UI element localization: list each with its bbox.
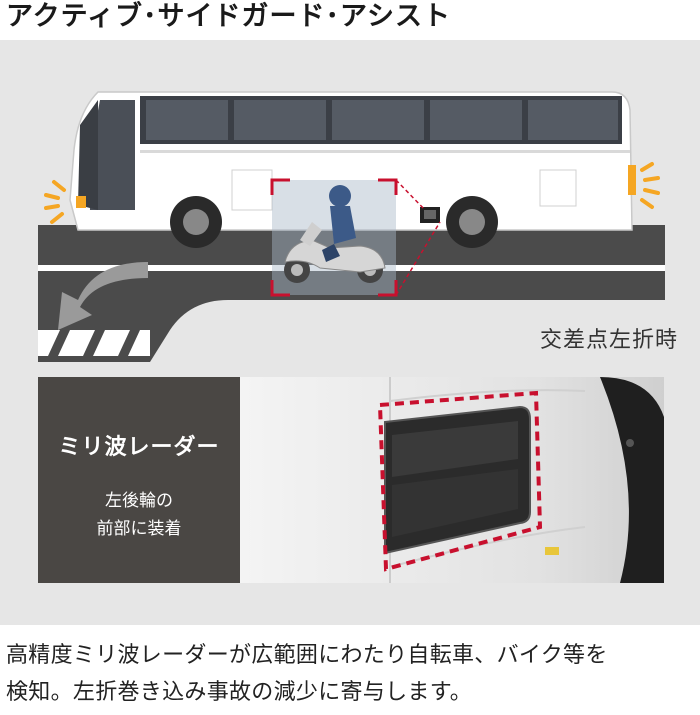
- rear-turn-signal-flash: [640, 162, 660, 209]
- page-title: アクティブ･サイドガード･アシスト: [6, 1, 451, 32]
- radar-location-line2: 前部に装着: [96, 519, 182, 539]
- description-line2: 検知。左折巻き込み事故の減少に寄与します。: [6, 680, 473, 705]
- bus: [69, 91, 636, 248]
- radar-closeup-photo: [240, 377, 664, 583]
- radar-location-text: 左後輪の 前部に装着: [38, 487, 240, 543]
- front-turn-signal-flash: [44, 180, 66, 224]
- radar-label-box: ミリ波レーダー 左後輪の 前部に装着: [38, 377, 240, 583]
- description: 高精度ミリ波レーダーが広範囲にわたり自転車、バイク等を 検知。左折巻き込み事故の…: [6, 637, 698, 711]
- motorcycle-rider: [284, 185, 386, 283]
- scene-caption: 交差点左折時: [539, 328, 678, 353]
- radar-location-line1: 左後輪の: [105, 491, 173, 511]
- bus-scene-illustration: [38, 91, 665, 362]
- left-turn-arrow: [58, 262, 148, 330]
- radar-title: ミリ波レーダー: [58, 435, 220, 460]
- description-line1: 高精度ミリ波レーダーが広範囲にわたり自転車、バイク等を: [6, 643, 608, 668]
